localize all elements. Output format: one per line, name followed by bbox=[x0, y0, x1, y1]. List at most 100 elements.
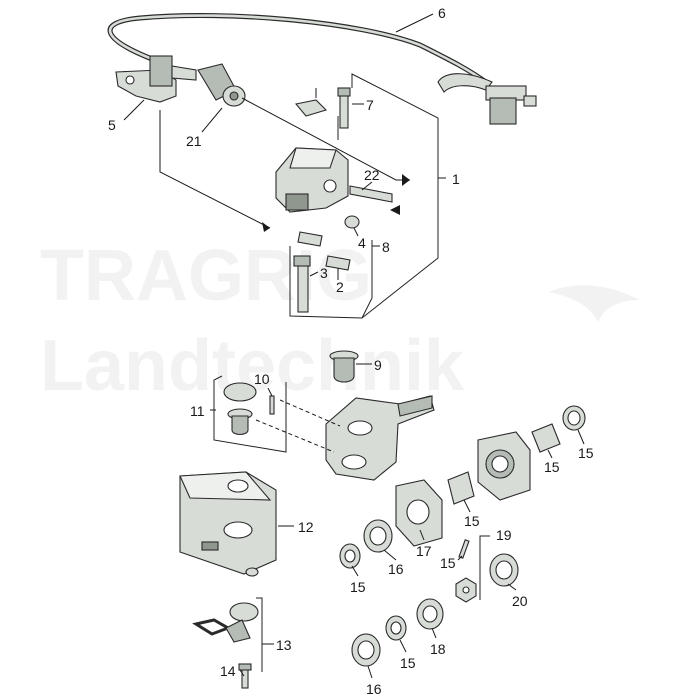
leader-6 bbox=[395, 13, 434, 33]
leader-15-d bbox=[351, 565, 359, 577]
callout-14: 14 bbox=[220, 663, 236, 679]
lever-hub bbox=[229, 602, 259, 622]
bowden-cable-core bbox=[108, 14, 491, 87]
seal-ring-15-a-bore bbox=[567, 410, 581, 426]
bushing-11-body bbox=[231, 415, 249, 436]
pin-22 bbox=[349, 185, 393, 203]
cable-ferrule bbox=[171, 65, 197, 81]
hinge-plate bbox=[294, 99, 328, 117]
bushing-15-a bbox=[531, 423, 561, 453]
housing-foot bbox=[285, 193, 309, 211]
bolt-head bbox=[337, 87, 351, 97]
leader-15-f bbox=[399, 639, 407, 653]
housing-12-bore-top bbox=[227, 479, 249, 493]
screw-14-head bbox=[238, 663, 252, 671]
leader-15-b bbox=[547, 449, 553, 459]
callout-16-b: 16 bbox=[366, 681, 382, 697]
spring-sleeve bbox=[297, 231, 323, 247]
housing-bore bbox=[323, 179, 337, 193]
callout-19: 19 bbox=[496, 527, 512, 543]
screw-14 bbox=[241, 667, 249, 689]
cable-end-tip bbox=[523, 95, 537, 107]
leader-15-a bbox=[577, 429, 585, 445]
leader-20 bbox=[507, 583, 517, 591]
bracket-hole bbox=[125, 75, 135, 85]
seal-ring-15-d-bore bbox=[390, 621, 402, 635]
flange-housing-bore-inner bbox=[491, 455, 509, 473]
torsion-spring bbox=[192, 618, 232, 636]
cable-end-clamp bbox=[489, 97, 517, 125]
housing-12-bore-mid bbox=[223, 521, 253, 539]
roller-bore bbox=[229, 91, 239, 101]
flange-plate-bore bbox=[406, 499, 430, 525]
callout-12: 12 bbox=[298, 519, 314, 535]
housing-12-lug bbox=[245, 567, 259, 577]
callout-11: 11 bbox=[190, 403, 205, 419]
cable-clamp-block bbox=[149, 55, 173, 87]
housing-12-slot bbox=[201, 541, 219, 551]
spring-pin-15 bbox=[458, 539, 470, 559]
lever-arm-13 bbox=[225, 619, 251, 643]
leader-17 bbox=[419, 529, 425, 541]
locking-bolt-head bbox=[293, 255, 311, 267]
leader-14 bbox=[239, 669, 245, 677]
roll-pin bbox=[269, 395, 275, 415]
callout-17: 17 bbox=[416, 543, 432, 559]
bracket-group-1 bbox=[351, 73, 439, 319]
leader-4 bbox=[353, 227, 359, 237]
housing-top-face bbox=[289, 147, 337, 169]
seal-16-a-bore bbox=[369, 526, 387, 546]
callout-13: 13 bbox=[276, 637, 292, 653]
seal-18-bore bbox=[422, 605, 438, 623]
leader-21 bbox=[201, 107, 223, 133]
callout-2: 2 bbox=[336, 279, 344, 295]
bolt bbox=[339, 93, 349, 129]
guide-line-1 bbox=[255, 419, 335, 453]
bracket-group-13 bbox=[256, 597, 263, 672]
callout-16-a: 16 bbox=[388, 561, 404, 577]
callout-15-a: 15 bbox=[578, 445, 594, 461]
nut bbox=[344, 215, 360, 229]
callout-15-c: 15 bbox=[464, 513, 480, 529]
hook-shaft bbox=[397, 395, 433, 417]
leader-22 bbox=[361, 181, 373, 191]
housing-12-top bbox=[179, 471, 272, 501]
callout-9: 9 bbox=[374, 357, 382, 373]
callout-1: 1 bbox=[452, 171, 460, 187]
hex-nut-bore bbox=[462, 586, 470, 594]
callout-6: 6 bbox=[438, 5, 446, 21]
leader-15-e bbox=[457, 555, 463, 561]
bracket-group-19 bbox=[479, 535, 490, 600]
callout-22: 22 bbox=[364, 167, 380, 183]
assembly-arrowhead-2 bbox=[402, 174, 410, 186]
leader-3 bbox=[309, 271, 319, 277]
seal-ring-15-c-bore bbox=[344, 549, 356, 563]
seal-16-b-bore bbox=[357, 640, 375, 660]
callout-7: 7 bbox=[366, 97, 374, 113]
bushing-9-body bbox=[333, 357, 355, 383]
leader-10 bbox=[267, 387, 273, 397]
leader-15-c bbox=[463, 499, 471, 513]
watermark-logo bbox=[548, 285, 640, 322]
callout-5: 5 bbox=[108, 117, 116, 133]
leader-5 bbox=[123, 99, 145, 121]
leader-18 bbox=[431, 627, 437, 639]
callout-15-d: 15 bbox=[350, 579, 366, 595]
callout-15-e: 15 bbox=[440, 555, 456, 571]
leader-16-b bbox=[367, 665, 373, 679]
hook-bottom-bore bbox=[341, 454, 367, 470]
callout-21: 21 bbox=[186, 133, 202, 149]
callout-15-b: 15 bbox=[544, 459, 560, 475]
locking-bolt bbox=[297, 261, 309, 313]
callout-4: 4 bbox=[358, 235, 366, 251]
callout-8: 8 bbox=[382, 239, 390, 255]
pawl bbox=[325, 255, 351, 271]
callout-18: 18 bbox=[430, 641, 446, 657]
watermark-line-1: TRAGRIG bbox=[40, 236, 372, 316]
bushing-15-b bbox=[447, 471, 475, 505]
lock-disc bbox=[223, 382, 257, 402]
leader-16-a bbox=[383, 549, 397, 561]
assembly-arrow-line bbox=[159, 110, 271, 229]
